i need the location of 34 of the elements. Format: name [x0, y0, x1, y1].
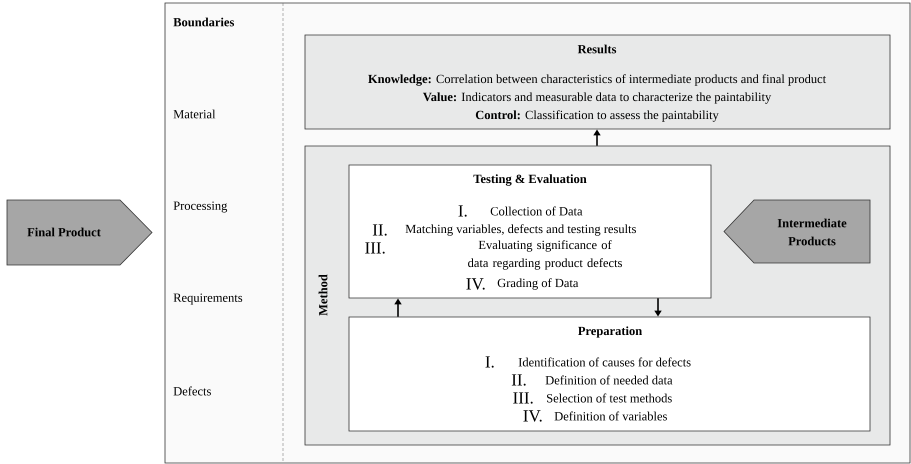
row-label: Material: [174, 110, 216, 118]
list-item: Selection of test methods: [547, 394, 672, 402]
result-line: Control: Classification to assess the paintability: [476, 110, 719, 122]
testing-box: [348, 164, 712, 298]
heading: Final Product: [27, 228, 101, 236]
list-item: Matching variables, defects and testing results: [406, 224, 636, 236]
result-line: Value: Indicators and measurable data to characterize the paintability: [422, 92, 772, 104]
list-numeral: II.: [512, 374, 526, 386]
list-numeral: III.: [365, 242, 385, 254]
list-numeral: III.: [513, 392, 533, 404]
preparation-box: [348, 316, 870, 432]
list-numeral: IV.: [466, 278, 485, 290]
list-numeral: I.: [486, 356, 494, 368]
list-item: Definition of needed data: [546, 376, 672, 384]
list-numeral: II.: [372, 224, 387, 236]
row-label: Processing: [174, 202, 228, 212]
heading: Testing & Evaluation: [473, 174, 587, 186]
row-label: Requirements: [174, 294, 242, 304]
heading: Results: [578, 44, 616, 54]
result-line: Knowledge: Correlation between characteristics of intermediate products and final product: [368, 74, 826, 86]
results-box: [304, 34, 890, 130]
heading: Preparation: [578, 326, 642, 338]
list-item: Collection of Data: [490, 206, 582, 216]
list-item: Grading of Data: [498, 278, 578, 290]
list-item: Definition of variables: [554, 412, 667, 420]
pentagon-arrow-shape: [6, 200, 153, 266]
heading: Intermediate Products: [778, 218, 846, 246]
list-item: Evaluating significance of data regarding product defects: [468, 240, 622, 270]
list-numeral: IV.: [523, 410, 542, 422]
row-label: Defects: [174, 386, 211, 396]
list-numeral: I.: [458, 205, 467, 217]
vertical-label: Method: [318, 274, 328, 316]
list-item: Identification of causes for defects: [518, 358, 691, 366]
heading: Boundaries: [173, 18, 234, 26]
